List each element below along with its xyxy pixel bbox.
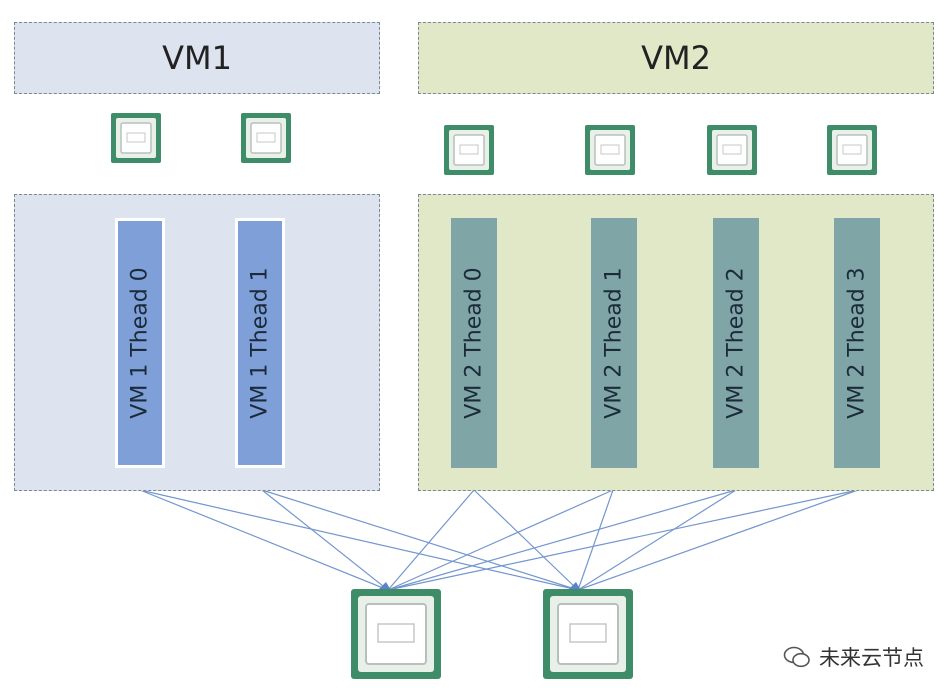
connector-line <box>387 489 475 591</box>
vm1-thread-panel <box>14 194 380 491</box>
vcpu-chip-icon <box>241 113 291 163</box>
vm2-thread-2: VM 2 Thead 2 <box>713 218 759 468</box>
connector-line <box>387 489 737 591</box>
connector-line <box>473 489 579 591</box>
watermark-text: 未来云节点 <box>819 646 924 670</box>
vcpu-chip-icon <box>111 113 161 163</box>
vm2-header: VM2 <box>418 22 934 94</box>
connector-line <box>577 489 737 591</box>
vcpu-chip-icon <box>444 125 494 175</box>
vm2-thread-1: VM 2 Thead 1 <box>591 218 637 468</box>
thread-label: VM 1 Thead 0 <box>127 267 153 419</box>
vm1-thread-0: VM 1 Thead 0 <box>115 218 165 468</box>
connector-line <box>387 489 859 591</box>
physical-cpu-chip-icon <box>543 589 633 679</box>
vm2-thread-0: VM 2 Thead 0 <box>451 218 497 468</box>
thread-label: VM 2 Thead 3 <box>844 267 870 419</box>
vm2-title: VM2 <box>641 39 711 77</box>
vcpu-chip-icon <box>585 125 635 175</box>
wechat-icon <box>783 646 810 668</box>
thread-label: VM 2 Thead 0 <box>461 267 487 419</box>
vcpu-chip-icon <box>707 125 757 175</box>
vm1-header: VM1 <box>14 22 380 94</box>
connector-line <box>387 489 614 591</box>
connector-line <box>261 489 579 591</box>
connector-line <box>139 489 389 591</box>
watermark: 未来云节点 <box>783 642 924 672</box>
connector-line <box>139 489 579 591</box>
vm1-thread-1: VM 1 Thead 1 <box>235 218 285 468</box>
thread-label: VM 2 Thead 2 <box>723 267 749 419</box>
physical-cpu-chip-icon <box>351 589 441 679</box>
vm1-title: VM1 <box>162 39 232 77</box>
connector-line <box>261 489 389 591</box>
vcpu-chip-icon <box>827 125 877 175</box>
connector-line <box>577 489 859 591</box>
vm2-thread-3: VM 2 Thead 3 <box>834 218 880 468</box>
thread-label: VM 1 Thead 1 <box>247 267 273 419</box>
connector-line <box>577 489 614 591</box>
thread-label: VM 2 Thead 1 <box>601 267 627 419</box>
